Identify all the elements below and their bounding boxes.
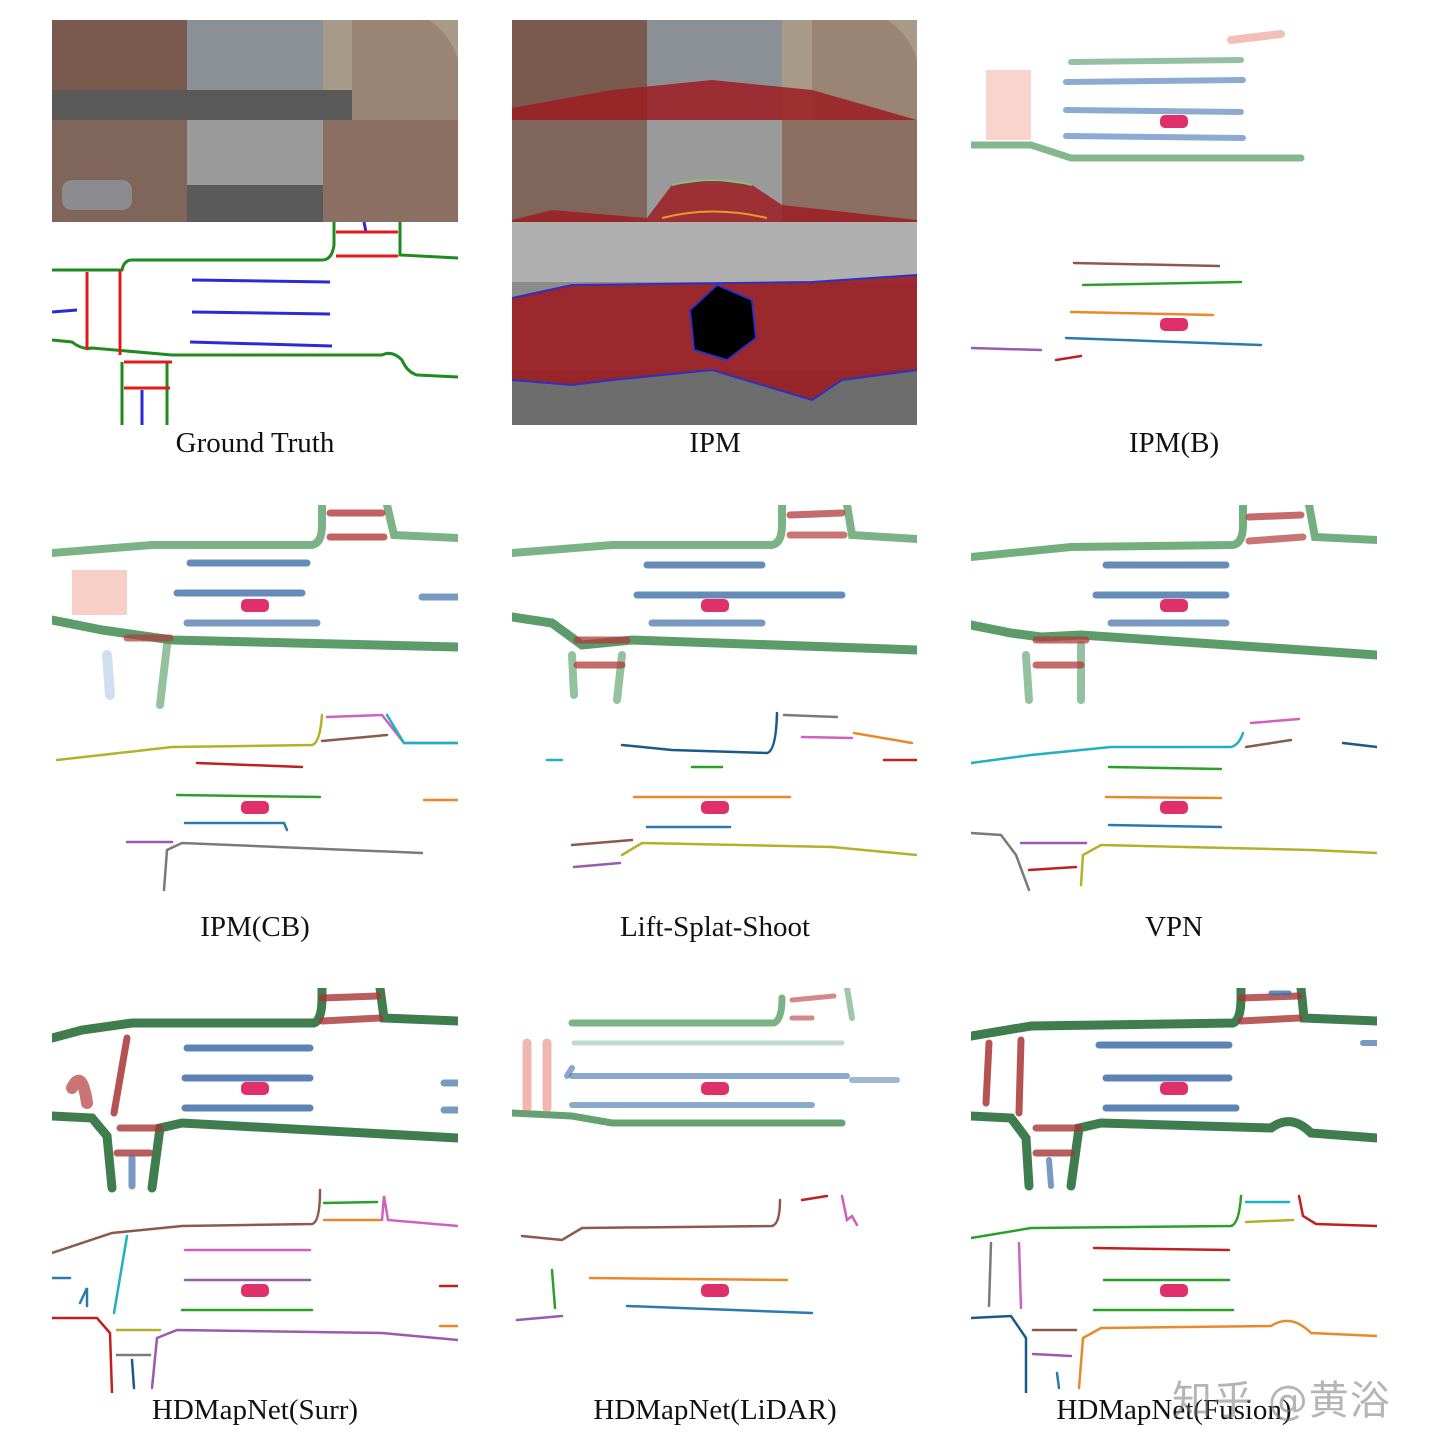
caption-hdmapnet-surr: HDMapNet(Surr) [151,1394,359,1426]
ego-car-icon [701,599,729,612]
ego-car-icon [1160,115,1188,128]
ego-car-icon [241,1284,269,1297]
caption-hdmapnet-fusion: HDMapNet(Fusion) [1056,1394,1292,1426]
hdmapnet-lidar-figure [512,988,900,1322]
vpn-figure [971,505,1377,892]
caption-hdmapnet-lidar: HDMapNet(LiDAR) [593,1394,837,1426]
ground-truth-figure [52,20,458,425]
ego-car-icon [241,1082,269,1095]
ego-car-icon [1160,599,1188,612]
ego-car-icon [1160,801,1188,814]
ego-car-icon [241,599,269,612]
ipm-cb-figure [52,505,458,892]
caption-ipm-cb: IPM(CB) [200,911,310,943]
ipm-figure [512,20,917,425]
caption-ipm-b: IPM(B) [1128,427,1220,459]
caption-ipm: IPM [689,427,741,459]
hdmapnet-fusion-figure [971,988,1377,1393]
ego-car-icon [1160,318,1188,331]
panel-vpn [971,505,1377,910]
panel-ipm [512,20,918,425]
watermark: 知乎 @黄浴 [1172,1378,1391,1424]
ego-car-icon [701,1284,729,1297]
caption-vpn: VPN [1144,911,1203,943]
ego-car-icon [241,801,269,814]
hdmapnet-surr-figure [52,988,458,1393]
caption-ground-truth: Ground Truth [175,427,335,459]
ego-car-icon [701,801,729,814]
panel-hdmapnet-fusion [971,988,1377,1393]
lift-splat-shoot-figure [512,505,917,869]
ego-car-icon [1160,1284,1188,1297]
panel-hdmapnet-surr [52,988,458,1393]
caption-lift-splat-shoot: Lift-Splat-Shoot [619,911,811,943]
ego-car-icon [1160,1082,1188,1095]
ipm-b-figure [971,30,1305,362]
panel-lift-splat-shoot [512,505,918,910]
ego-car-icon [701,1082,729,1095]
panel-hdmapnet-lidar [512,988,918,1393]
panel-ground-truth [52,20,458,425]
panel-ipm-cb [52,505,458,910]
panel-ipm-b [971,20,1377,425]
